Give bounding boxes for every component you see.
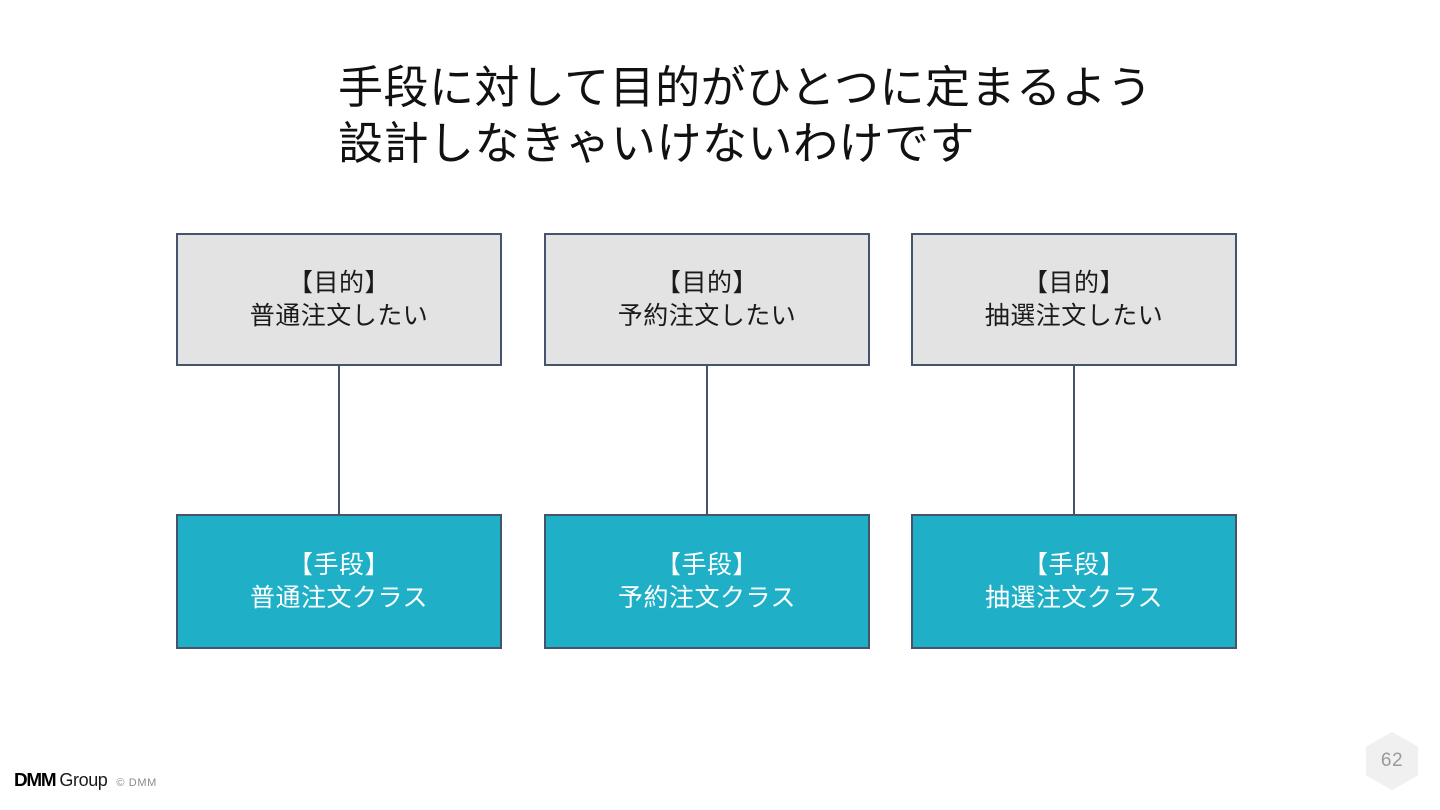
connector-line: [338, 366, 340, 514]
dmm-group-logo: DMM Group © DMM: [14, 770, 157, 791]
purpose-box-label: 【目的】 抽選注文したい: [984, 268, 1164, 330]
diagram-column: 【目的】 普通注文したい 【手段】 普通注文クラス: [176, 233, 502, 649]
means-box-label: 【手段】 抽選注文クラス: [984, 550, 1163, 612]
purpose-box: 【目的】 抽選注文したい: [911, 233, 1237, 366]
purpose-box: 【目的】 予約注文したい: [544, 233, 870, 366]
page-number-badge: 62: [1366, 732, 1418, 790]
page-number-value: 62: [1380, 750, 1404, 771]
page-title: 手段に対して目的がひとつに定まるよう 設計しなきゃいけないわけです: [338, 62, 1153, 169]
means-box-label: 【手段】 普通注文クラス: [249, 550, 428, 612]
logo-group-text: Group: [59, 770, 108, 790]
purpose-box-label: 【目的】 普通注文したい: [249, 268, 429, 330]
copyright-text: © DMM: [116, 777, 157, 789]
diagram-column: 【目的】 予約注文したい 【手段】 予約注文クラス: [544, 233, 870, 649]
diagram-column: 【目的】 抽選注文したい 【手段】 抽選注文クラス: [911, 233, 1237, 649]
means-box: 【手段】 予約注文クラス: [544, 514, 870, 649]
purpose-box: 【目的】 普通注文したい: [176, 233, 502, 366]
means-box: 【手段】 抽選注文クラス: [911, 514, 1237, 649]
connector-line: [706, 366, 708, 514]
means-box: 【手段】 普通注文クラス: [176, 514, 502, 649]
means-box-label: 【手段】 予約注文クラス: [617, 550, 796, 612]
logo-dmm-text: DMM: [14, 770, 57, 790]
purpose-box-label: 【目的】 予約注文したい: [617, 268, 797, 330]
connector-line: [1073, 366, 1075, 514]
